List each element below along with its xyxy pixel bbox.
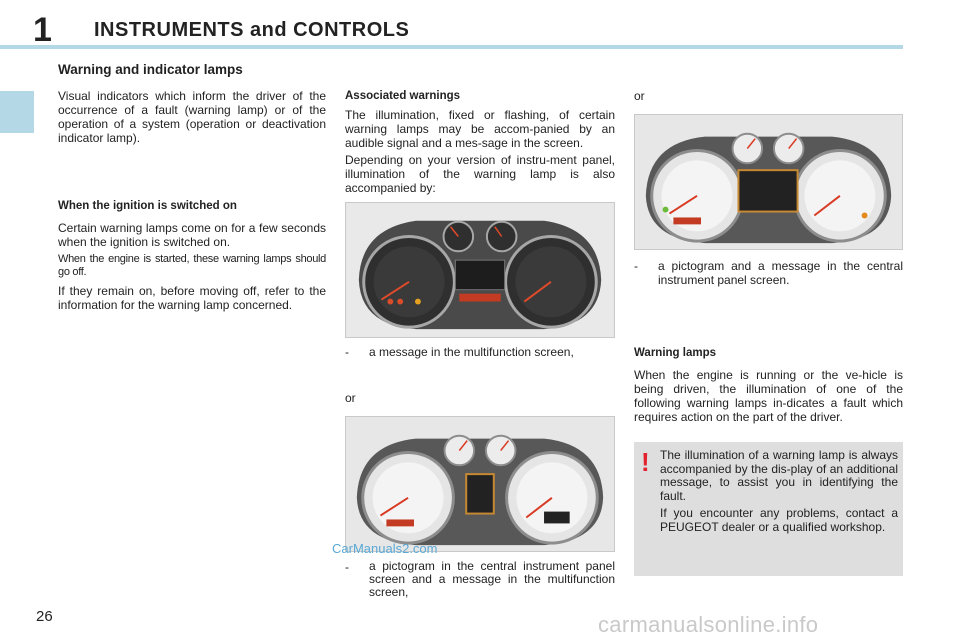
list-item-3: - a pictogram and a message in the centr… xyxy=(634,259,903,287)
instrument-panel-image-1 xyxy=(345,202,615,338)
list-item-2: - a pictogram in the central instrument … xyxy=(345,560,615,599)
page-number: 26 xyxy=(36,608,53,625)
instrument-panel-image xyxy=(346,203,614,337)
or-text-2: or xyxy=(634,89,645,103)
watermark-large: carmanualsonline.info xyxy=(598,612,819,637)
ignition-paragraph-2: When the engine is started, these warnin… xyxy=(58,253,326,278)
intro-column: Visual indicators which inform the drive… xyxy=(58,89,326,145)
associated-heading: Associated warnings xyxy=(345,90,461,102)
associated-column: Associated warnings The illumination, fi… xyxy=(345,89,615,195)
chapter-number: 1 xyxy=(33,11,52,49)
ignition-paragraph-1: Certain warning lamps come on for a few … xyxy=(58,221,326,249)
header-rule xyxy=(0,45,903,49)
dash-bullet: - xyxy=(634,259,638,273)
instrument-panel-image-2 xyxy=(345,416,615,552)
section-title: Warning and indicator lamps xyxy=(58,62,243,77)
ignition-paragraph-3: If they remain on, before moving off, re… xyxy=(58,284,326,312)
associated-paragraph-2: Depending on your version of instru-ment… xyxy=(345,153,615,195)
chapter-side-tab xyxy=(0,91,34,133)
list-item-text: a pictogram in the central instrument pa… xyxy=(369,559,615,599)
instrument-panel-image-3 xyxy=(634,114,903,250)
note-paragraph-2: If you encounter any problems, contact a… xyxy=(660,506,898,534)
instrument-panel-image xyxy=(346,417,614,551)
note-paragraph-1: The illumination of a warning lamp is al… xyxy=(660,448,898,503)
intro-paragraph: Visual indicators which inform the drive… xyxy=(58,89,326,145)
dash-bullet: - xyxy=(345,345,349,359)
ignition-column: When the ignition is switched on Certain… xyxy=(58,199,326,312)
warning-lamps-heading: Warning lamps xyxy=(634,347,716,359)
list-item-1: - a message in the multifunction screen, xyxy=(345,345,615,359)
watermark-small: CarManuals2.com xyxy=(332,541,438,556)
warning-lamps-paragraph: When the engine is running or the ve-hic… xyxy=(634,368,903,424)
list-item-text: a pictogram and a message in the central… xyxy=(658,259,903,287)
note-text: The illumination of a warning lamp is al… xyxy=(660,448,898,534)
dash-bullet: - xyxy=(345,560,349,574)
exclamation-icon: ! xyxy=(641,447,650,477)
associated-paragraph-1: The illumination, fixed or flashing, of … xyxy=(345,108,615,150)
warning-lamps-column: Warning lamps When the engine is running… xyxy=(634,346,903,424)
chapter-title: INSTRUMENTS and CONTROLS xyxy=(94,19,410,41)
list-item-text: a message in the multifunction screen, xyxy=(369,345,574,359)
ignition-heading: When the ignition is switched on xyxy=(58,200,237,212)
or-text-1: or xyxy=(345,391,356,405)
instrument-panel-image xyxy=(635,115,902,249)
note-box xyxy=(634,442,903,576)
